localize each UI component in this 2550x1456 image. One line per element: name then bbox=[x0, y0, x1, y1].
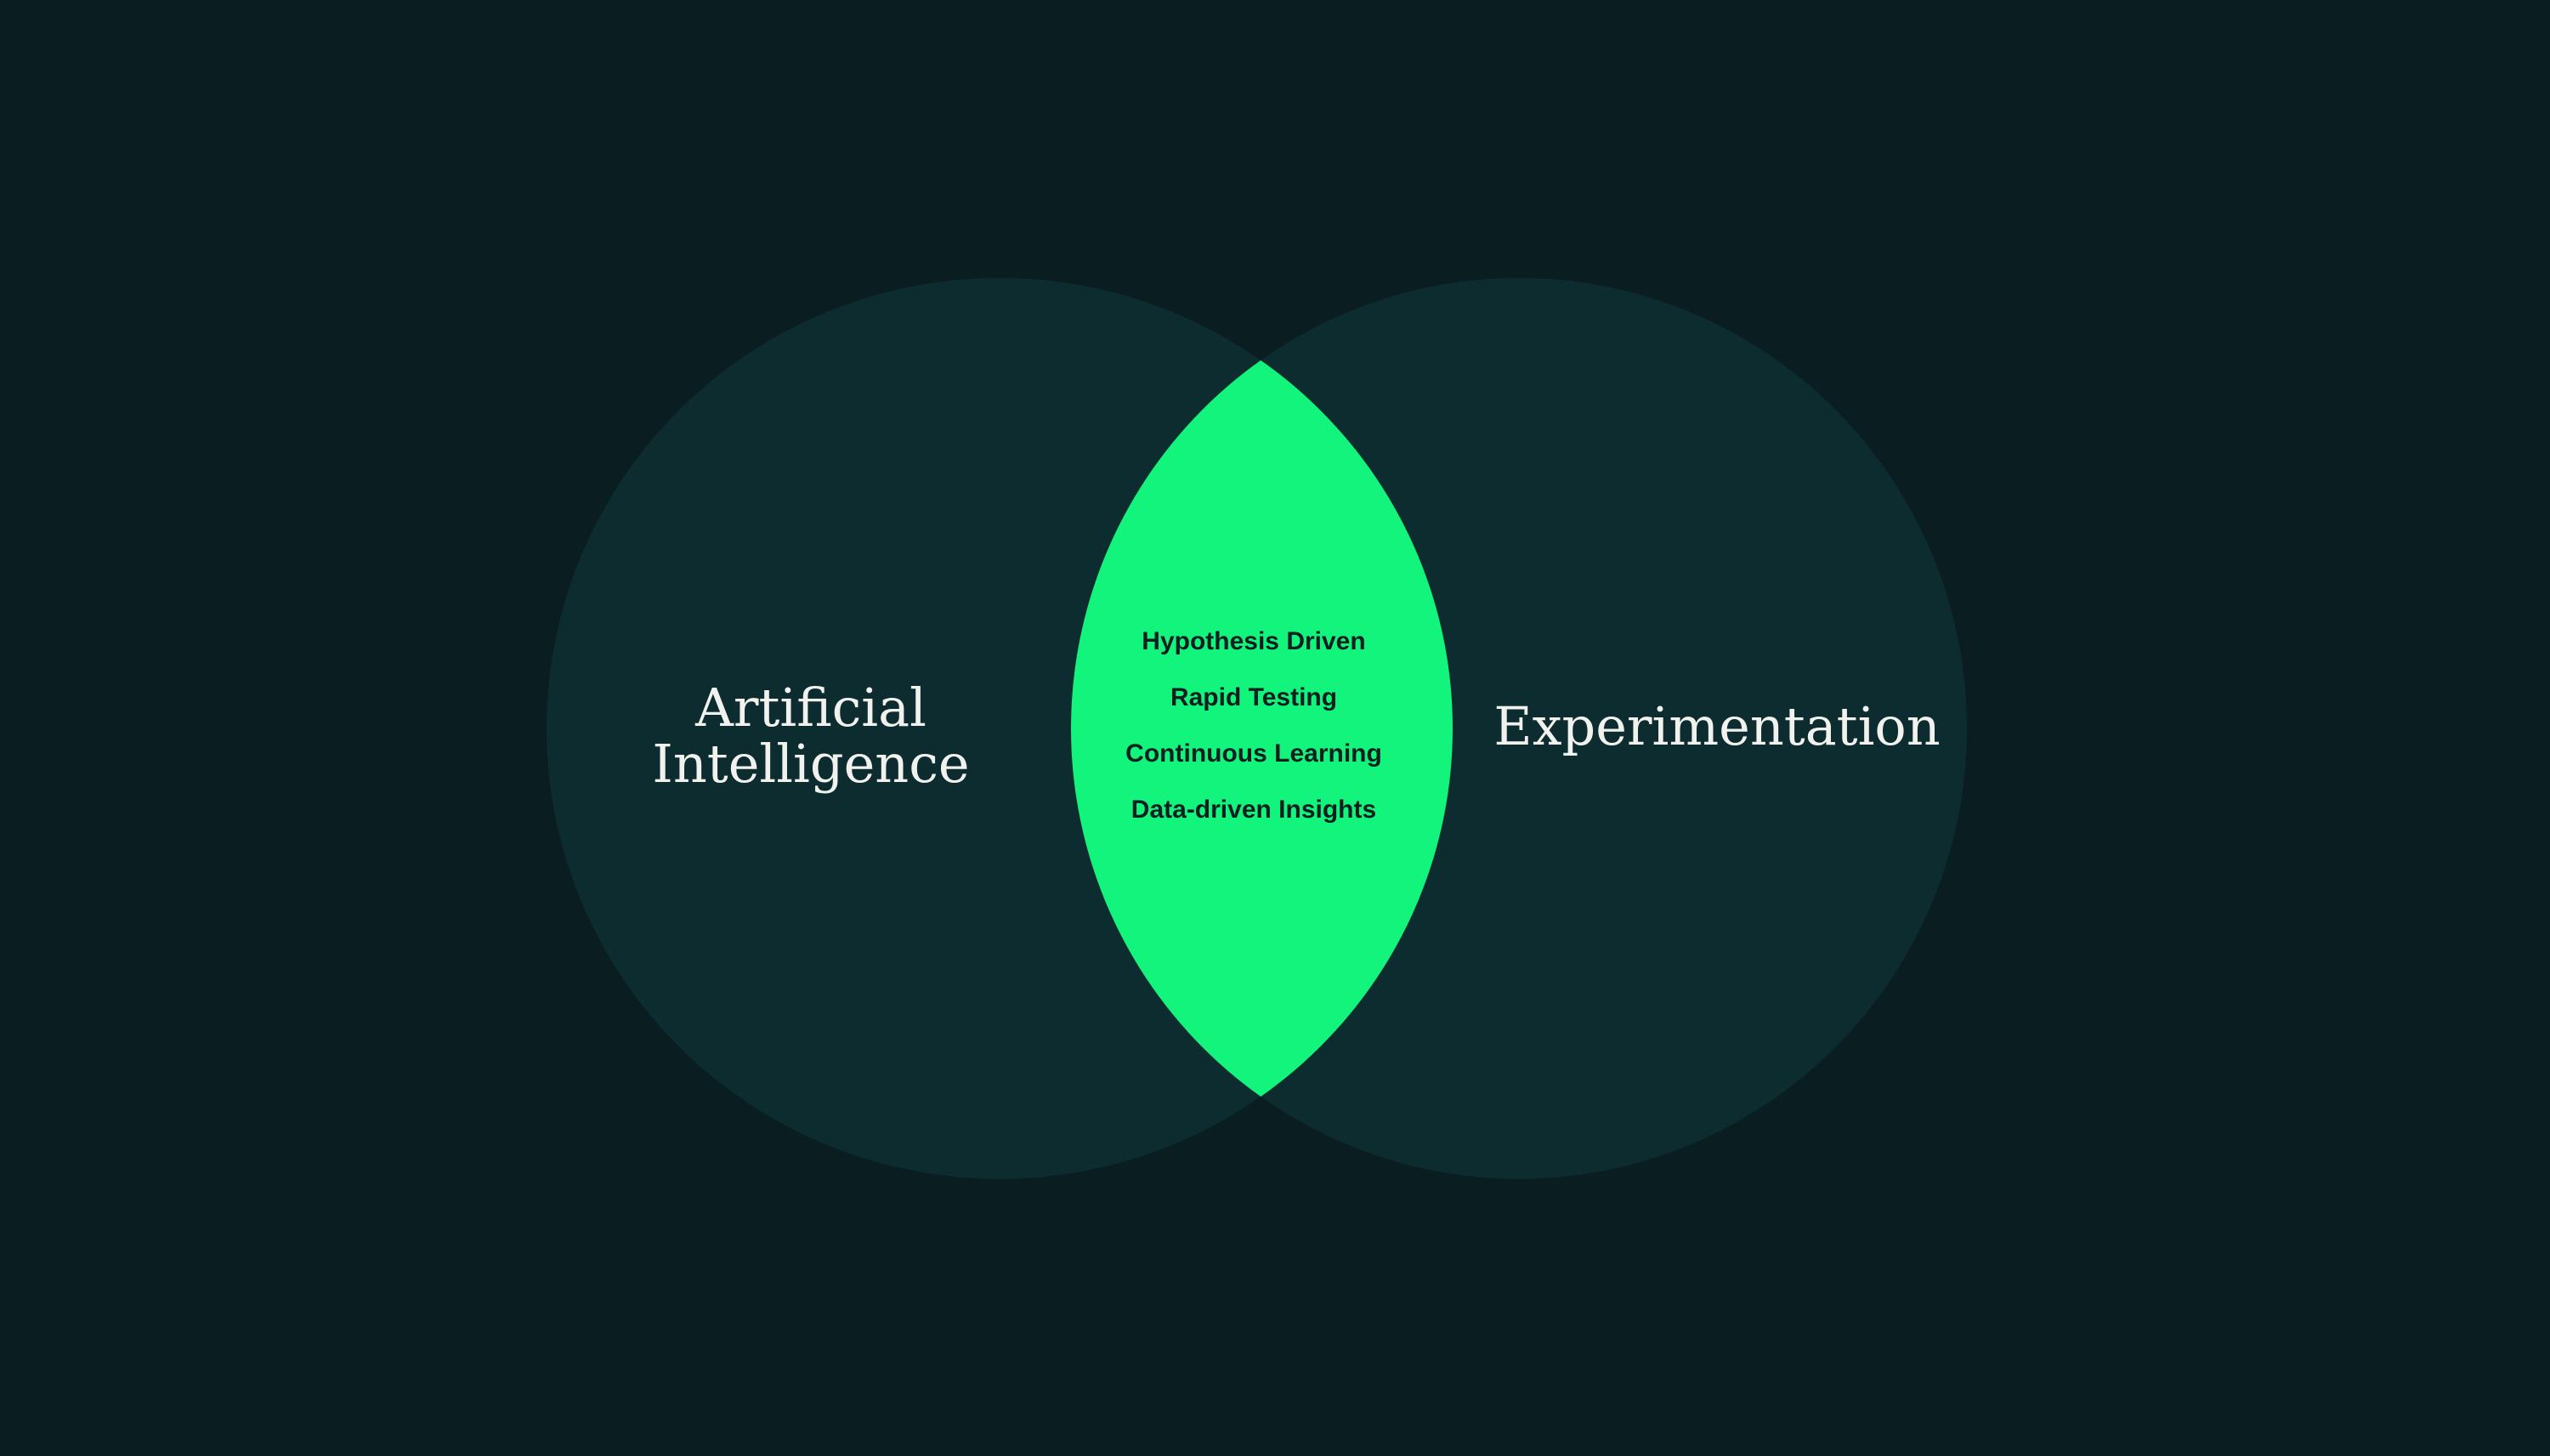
overlap-item: Hypothesis Driven bbox=[1142, 627, 1366, 655]
overlap-item: Data-driven Insights bbox=[1130, 796, 1377, 824]
set-label-left-line: Intelligence bbox=[652, 733, 970, 795]
overlap-lens bbox=[1071, 278, 1453, 1179]
set-label-left-line: Artificial bbox=[695, 677, 926, 739]
overlap-item: Rapid Testing bbox=[1170, 683, 1338, 711]
set-label-left: Artificial Intelligence bbox=[556, 680, 1066, 792]
set-label-right-line: Experimentation bbox=[1493, 695, 1941, 757]
set-label-right: Experimentation bbox=[1462, 699, 1972, 755]
overlap-item: Continuous Learning bbox=[1125, 739, 1382, 768]
overlap-item-list: Hypothesis Driven Rapid Testing Continuo… bbox=[1062, 627, 1445, 852]
